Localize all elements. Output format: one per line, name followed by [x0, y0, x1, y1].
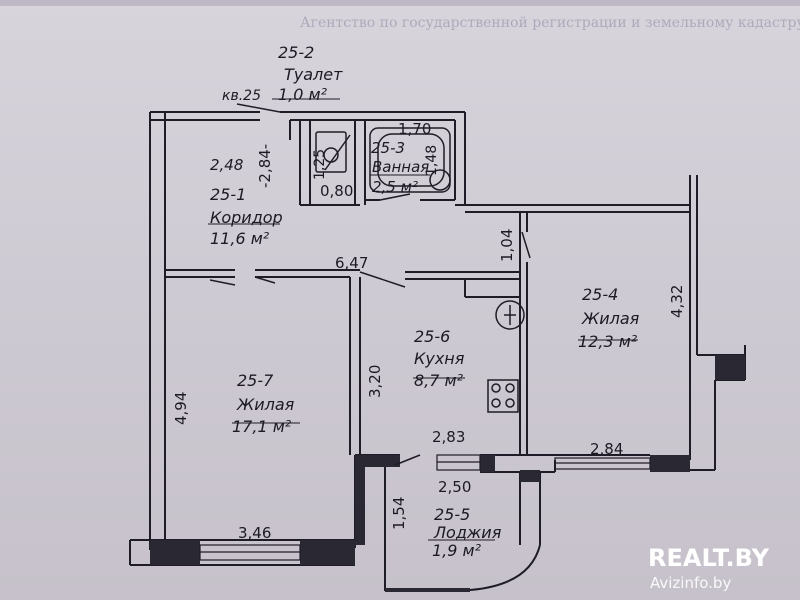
- room-area-living-2: 17,1 м²: [232, 417, 292, 436]
- watermark-site: Avizinfo.by: [650, 574, 731, 592]
- room-name-bath: Ванная: [372, 158, 429, 176]
- doors: [209, 103, 531, 466]
- room-area-loggia: 1,9 м²: [432, 541, 482, 560]
- corridor-length-dim: 6,47: [335, 254, 368, 272]
- room4-width-dim: 2,84: [590, 440, 623, 458]
- room-area-kitchen: 8,7 м²: [414, 371, 464, 390]
- corridor-height-dim: -2,84-: [256, 144, 274, 188]
- fixtures: [315, 127, 525, 413]
- loggia-curve-wall: [384, 544, 541, 591]
- room-id-loggia: 25-5: [434, 505, 470, 524]
- room7-width-dim: 3,46: [238, 524, 271, 542]
- room-id-toilet: 25-2: [278, 43, 314, 62]
- room-id-bath: 25-3: [371, 139, 405, 157]
- room-name-corridor: Коридор: [210, 208, 283, 227]
- bath-width-dim: 1,48: [424, 145, 440, 176]
- room-id-kitchen: 25-6: [414, 327, 450, 346]
- wall-fills: [150, 355, 745, 565]
- room4-height-dim: 4,32: [668, 285, 686, 318]
- room-area-bath: 2,5 м²: [372, 178, 418, 196]
- room-name-loggia: Лоджия: [433, 523, 502, 542]
- watermark-brand: REALT.BY: [648, 544, 770, 572]
- paper-edge: [0, 0, 800, 6]
- loggia-height-dim: 1,54: [390, 497, 408, 530]
- room-id-living-2: 25-7: [237, 371, 274, 390]
- apartment-label: кв.25: [222, 88, 261, 104]
- kitchen-width-dim: 2,83: [432, 428, 465, 446]
- room-id-living-1: 25-4: [582, 285, 618, 304]
- bath-length-dim: 1,70: [398, 120, 431, 138]
- toilet-width-dim: 0,80: [320, 182, 353, 200]
- windows: [199, 454, 651, 561]
- loggia-width-dim: 2,50: [438, 478, 471, 496]
- toilet-length-dim: 1,25: [312, 149, 328, 180]
- room-name-kitchen: Кухня: [414, 349, 465, 368]
- room-id-corridor: 25-1: [210, 185, 246, 204]
- room4-door-dim: 1,04: [498, 229, 516, 262]
- room-area-corridor: 11,6 м²: [210, 229, 270, 248]
- label-underlines: [208, 98, 638, 541]
- corridor-width-dim: 2,48: [210, 156, 243, 174]
- room-name-living-2: Жилая: [236, 395, 295, 414]
- header-text: Агентство по государственной регистрации…: [300, 15, 800, 31]
- room-area-living-1: 12,3 м²: [578, 332, 638, 351]
- room7-height-dim: 4,94: [172, 392, 190, 425]
- room-area-toilet: 1,0 м²: [278, 85, 328, 104]
- kitchen-height-dim: 3,20: [366, 365, 384, 398]
- room-name-toilet: Туалет: [284, 65, 343, 84]
- room-name-living-1: Жилая: [581, 309, 640, 328]
